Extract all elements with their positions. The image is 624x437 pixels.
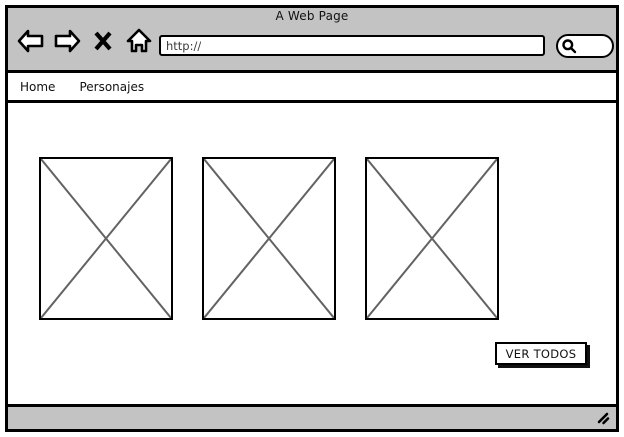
stop-button[interactable]	[88, 27, 118, 59]
page-title: A Web Page	[275, 9, 349, 23]
status-bar	[8, 404, 616, 429]
ver-todos-button[interactable]: VER TODOS	[495, 342, 587, 365]
nav-item-home[interactable]: Home	[20, 79, 56, 94]
browser-chrome: A Web Page	[8, 8, 616, 73]
forward-button[interactable]	[52, 27, 82, 59]
site-navigation: Home Personajes	[8, 73, 616, 103]
home-icon	[125, 27, 153, 59]
nav-item-personajes[interactable]: Personajes	[79, 79, 145, 94]
image-placeholder-3[interactable]	[365, 157, 499, 320]
image-placeholder-1[interactable]	[39, 157, 173, 320]
browser-window: A Web Page	[5, 5, 619, 432]
url-input[interactable]: http://	[159, 35, 545, 56]
image-placeholder-2[interactable]	[202, 157, 336, 320]
browser-nav-controls	[16, 27, 154, 59]
resize-grip-icon[interactable]	[595, 410, 611, 426]
stop-x-icon	[92, 29, 114, 57]
forward-arrow-icon	[53, 28, 81, 58]
search-input[interactable]	[556, 34, 614, 58]
page-content: VER TODOS	[8, 103, 616, 404]
home-button[interactable]	[124, 27, 154, 59]
search-icon	[561, 38, 577, 54]
thumbnail-row	[8, 103, 616, 333]
back-arrow-icon	[17, 28, 45, 58]
back-button[interactable]	[16, 27, 46, 59]
url-input-value: http://	[166, 38, 202, 53]
